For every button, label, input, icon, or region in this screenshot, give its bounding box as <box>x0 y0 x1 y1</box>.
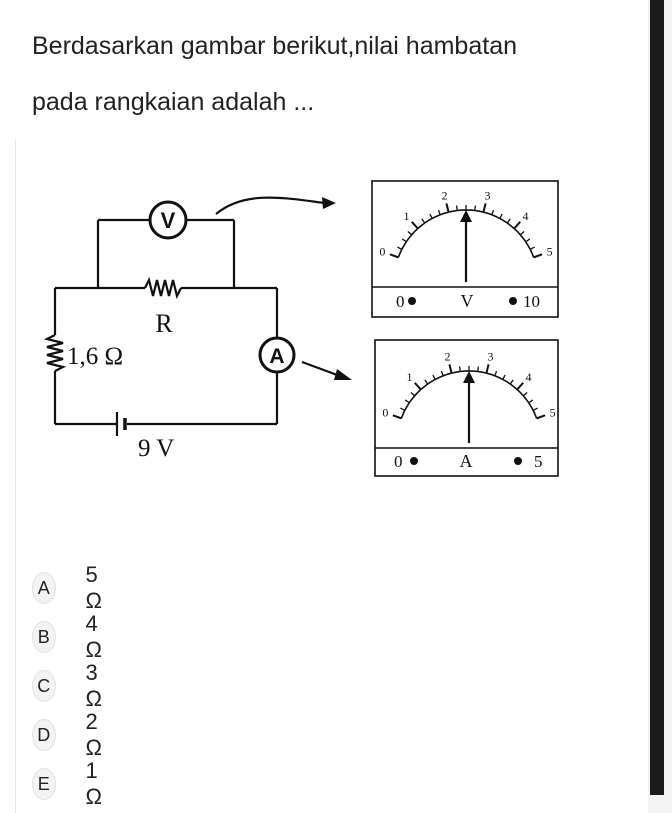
ammeter-scale-tick <box>404 399 410 404</box>
question-line-1: Berdasarkan gambar berikut,nilai hambata… <box>32 32 517 60</box>
voltmeter-scale-tick <box>525 238 531 243</box>
voltmeter-scale-label: 0 <box>379 245 385 259</box>
voltmeter-scale-tick <box>529 246 535 250</box>
option-d[interactable]: D 2 Ω <box>32 709 110 760</box>
option-letter-badge: B <box>32 621 56 653</box>
question-text: Berdasarkan gambar berikut,nilai hambata… <box>32 18 632 130</box>
voltmeter-scale-tick <box>519 230 525 236</box>
voltmeter-scale-tick <box>513 221 521 230</box>
voltmeter-scale-tick <box>506 218 511 224</box>
voltmeter-scale-tick <box>407 230 413 236</box>
voltmeter-scale-label: 5 <box>547 245 553 259</box>
ammeter-scale-tick <box>414 382 422 391</box>
svg-text:V: V <box>161 208 176 233</box>
voltmeter-scale-tick <box>474 205 477 211</box>
voltmeter-scale-tick <box>389 253 399 259</box>
ammeter-scale-tick <box>516 382 524 391</box>
arrow-to-voltmeter-dial <box>215 196 326 215</box>
voltmeter-scale-label: 1 <box>403 209 409 223</box>
ammeter-scale-tick <box>509 379 514 385</box>
option-c[interactable]: C 3 Ω <box>32 660 110 711</box>
option-letter-badge: E <box>32 768 56 800</box>
option-text: 3 Ω <box>85 660 102 711</box>
ammeter-scale-tick <box>424 379 429 385</box>
ammeter-min-terminal: 0 <box>394 452 403 471</box>
option-e[interactable]: E 1 Ω <box>32 758 110 809</box>
option-letter-badge: D <box>32 719 56 751</box>
option-letter-badge: C <box>32 670 56 702</box>
voltmeter-scale-tick <box>401 238 407 243</box>
voltmeter-scale-tick <box>429 213 433 219</box>
ammeter-scale-label: 1 <box>406 370 412 384</box>
voltmeter-max-terminal: 10 <box>523 292 540 311</box>
voltmeter-scale-label: 4 <box>523 209 529 223</box>
option-text: 5 Ω <box>85 562 102 613</box>
voltmeter-scale-tick <box>482 203 487 213</box>
voltmeter-symbol: V <box>148 200 188 240</box>
ammeter-scale-tick <box>485 364 490 374</box>
voltmeter-scale-tick <box>533 253 543 259</box>
ammeter-scale-tick <box>532 407 538 411</box>
ammeter-scale-tick <box>440 370 444 377</box>
ammeter-scale-label: 5 <box>550 406 556 420</box>
ammeter-scale-tick <box>528 399 534 404</box>
battery-label: 9 V <box>138 435 174 462</box>
ammeter-scale-tick <box>392 414 402 420</box>
option-text: 1 Ω <box>85 758 102 809</box>
voltmeter-scale-tick <box>421 218 426 224</box>
scrollbar-track[interactable] <box>648 0 672 813</box>
ammeter-scale-label: 0 <box>382 406 388 420</box>
voltmeter-scale-tick <box>437 209 441 216</box>
internal-resistance-label: 1,6 Ω <box>67 343 123 370</box>
question-line-2: pada rangkaian adalah ... <box>32 88 315 116</box>
voltmeter-dial: 0 1 2 3 4 5 0 V 10 <box>371 180 559 318</box>
ammeter-max-terminal: 5 <box>534 452 543 471</box>
ammeter-scale-tick <box>432 374 436 380</box>
ammeter-unit: A <box>460 451 473 471</box>
ammeter-scale-tick <box>494 370 498 377</box>
voltmeter-scale-tick <box>397 246 403 250</box>
option-text: 2 Ω <box>85 709 102 760</box>
resistor-label: R <box>155 309 173 338</box>
ammeter-scale-label: 4 <box>526 370 532 384</box>
ammeter-scale-label: 2 <box>444 350 450 364</box>
ammeter-scale-tick <box>400 407 406 411</box>
voltmeter-scale-tick <box>491 209 495 216</box>
option-text: 4 Ω <box>85 611 102 662</box>
ammeter-dial: 0 1 2 3 4 5 0 A 5 <box>374 339 559 477</box>
svg-text:A: A <box>269 345 284 368</box>
ammeter-scale-tick <box>458 366 461 372</box>
ammeter-scale-tick <box>477 366 480 372</box>
option-a[interactable]: A 5 Ω <box>32 562 110 613</box>
voltmeter-scale-tick <box>499 213 503 219</box>
voltmeter-unit: V <box>461 291 474 311</box>
voltmeter-scale-tick <box>445 203 450 213</box>
voltmeter-needle-head <box>460 210 472 222</box>
ammeter-needle-head <box>463 371 475 383</box>
voltmeter-scale-label: 2 <box>441 189 447 203</box>
content-left-border <box>15 140 16 813</box>
ammeter-scale-tick <box>410 391 416 397</box>
voltmeter-min-terminal: 0 <box>396 292 405 311</box>
ammeter-scale-tick <box>536 414 546 420</box>
arrow-to-ammeter-dial <box>301 360 341 378</box>
option-letter-badge: A <box>32 572 56 604</box>
voltmeter-scale-tick <box>455 205 458 211</box>
voltmeter-scale-label: 3 <box>485 189 491 203</box>
ammeter-scale-tick <box>522 391 528 397</box>
scrollbar-thumb[interactable] <box>650 0 664 795</box>
ammeter-scale-tick <box>448 364 453 374</box>
ammeter-scale-label: 3 <box>488 350 494 364</box>
voltmeter-scale-tick <box>411 221 419 230</box>
ammeter-symbol: A <box>258 336 296 374</box>
ammeter-scale-tick <box>502 374 506 380</box>
option-b[interactable]: B 4 Ω <box>32 611 110 662</box>
